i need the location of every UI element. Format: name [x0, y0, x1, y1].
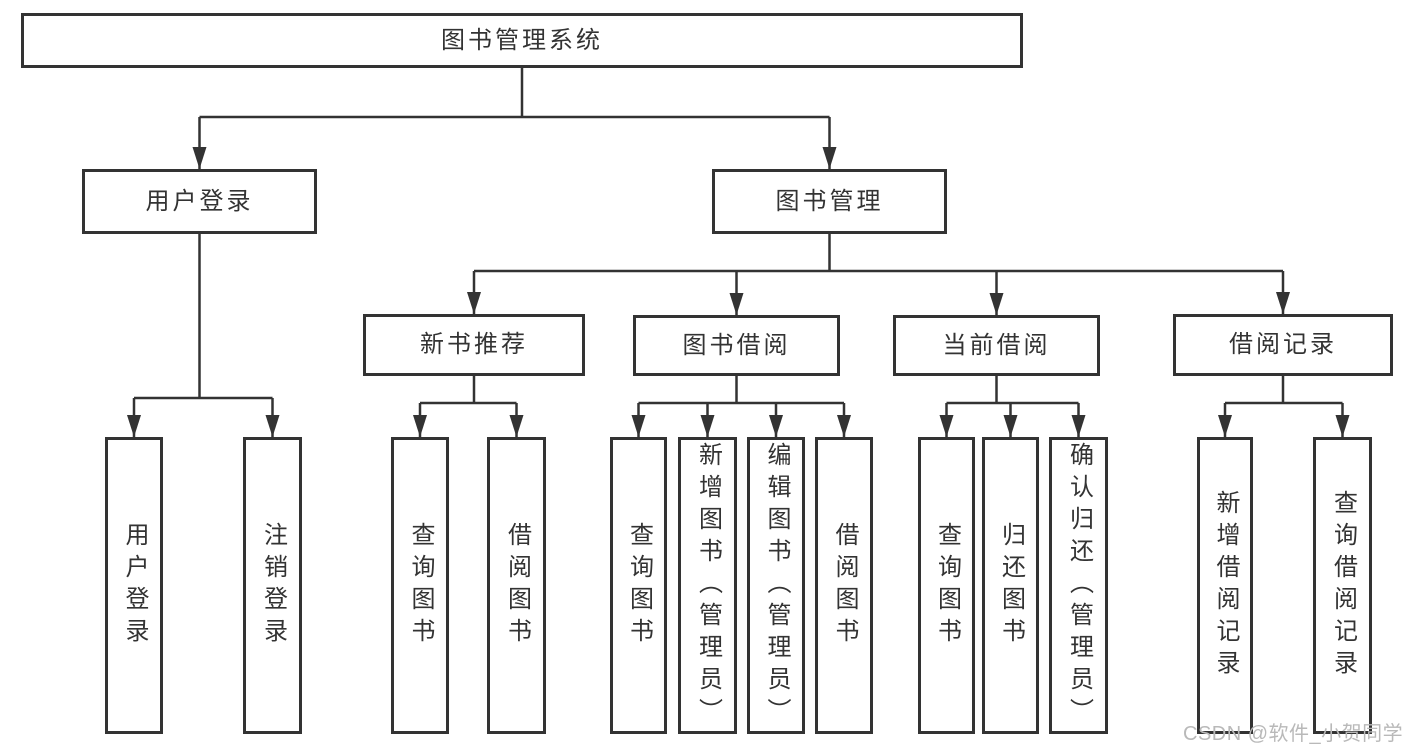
node-current-borrowing: 当前借阅 — [893, 315, 1100, 376]
node-leaf-borrow-books-borrowing: 借阅图书 — [815, 437, 873, 734]
node-leaf-query-books-current: 查询图书 — [918, 437, 975, 734]
node-label: 新增借阅记录 — [1212, 489, 1239, 682]
node-leaf-confirm-return-admin: 确认归还（管理员） — [1049, 437, 1108, 734]
node-leaf-user-login: 用户登录 — [105, 437, 163, 734]
node-label: 新增图书（管理员） — [694, 441, 722, 730]
node-new-book-recommend: 新书推荐 — [363, 314, 585, 376]
node-label: 借阅图书 — [503, 521, 531, 650]
node-label: 图书管理系统 — [441, 26, 603, 54]
node-label: 查询借阅记录 — [1329, 489, 1357, 682]
node-user-login: 用户登录 — [82, 169, 317, 234]
node-leaf-query-borrow-record: 查询借阅记录 — [1313, 437, 1372, 734]
node-leaf-return-books: 归还图书 — [982, 437, 1039, 734]
node-leaf-logout: 注销登录 — [243, 437, 302, 734]
node-label: 用户登录 — [121, 521, 148, 650]
node-label: 查询图书 — [933, 521, 961, 650]
node-label: 新书推荐 — [420, 331, 528, 358]
node-leaf-query-books-recommend: 查询图书 — [391, 437, 449, 734]
node-borrowing-records: 借阅记录 — [1173, 314, 1393, 376]
node-label: 用户登录 — [145, 187, 254, 215]
node-label: 确认归还（管理员） — [1065, 441, 1093, 730]
node-book-borrowing: 图书借阅 — [633, 315, 840, 376]
node-label: 图书借阅 — [682, 331, 791, 359]
node-leaf-add-books-admin: 新增图书（管理员） — [678, 437, 737, 734]
node-label: 查询图书 — [407, 521, 434, 650]
node-leaf-borrow-books-recommend: 借阅图书 — [487, 437, 546, 734]
node-leaf-query-books-borrowing: 查询图书 — [610, 437, 667, 734]
node-label: 图书管理 — [775, 187, 884, 215]
node-label: 查询图书 — [625, 521, 653, 650]
node-book-management: 图书管理 — [712, 169, 947, 234]
node-label: 归还图书 — [997, 521, 1025, 650]
node-label: 当前借阅 — [942, 331, 1051, 359]
node-leaf-edit-books-admin: 编辑图书（管理员） — [747, 437, 805, 734]
node-leaf-add-borrow-record: 新增借阅记录 — [1197, 437, 1253, 734]
node-library-system: 图书管理系统 — [21, 13, 1023, 68]
node-label: 借阅记录 — [1229, 331, 1337, 358]
csdn-watermark: CSDN @软件_小贺同学 — [1183, 723, 1404, 745]
node-label: 编辑图书（管理员） — [763, 441, 790, 730]
node-label: 借阅图书 — [831, 521, 858, 650]
node-label: 注销登录 — [259, 521, 287, 650]
